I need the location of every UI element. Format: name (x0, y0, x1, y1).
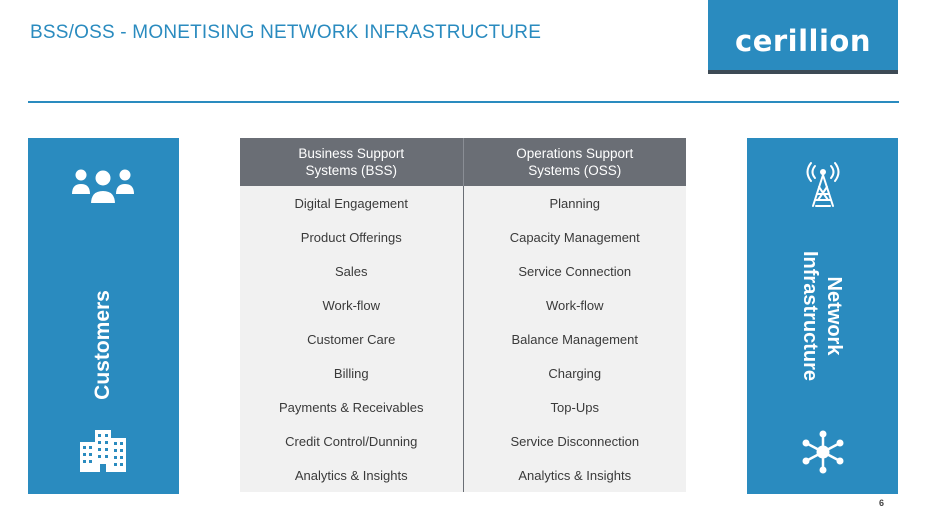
bss-cell: Payments & Receivables (240, 390, 464, 424)
network-label-line-1: Network (823, 276, 845, 356)
bss-cell: Analytics & Insights (240, 458, 464, 492)
oss-header-line-2: Systems (OSS) (528, 163, 622, 178)
network-hub-icon (802, 430, 844, 474)
bss-cell: Credit Control/Dunning (240, 424, 464, 458)
table-row: Analytics & Insights Analytics & Insight… (240, 458, 686, 492)
bss-cell: Sales (240, 254, 464, 288)
oss-cell: Service Disconnection (463, 424, 686, 458)
oss-cell: Service Connection (463, 254, 686, 288)
bss-cell: Work-flow (240, 288, 464, 322)
table-row: Billing Charging (240, 356, 686, 390)
people-group-icon (72, 169, 134, 205)
page-title: BSS/OSS - MONETISING NETWORK INFRASTRUCT… (30, 22, 542, 43)
cerillion-logo: cerillion (708, 0, 898, 74)
oss-cell: Planning (463, 186, 686, 220)
logo-text: cerillion (735, 24, 871, 58)
bss-column-header: Business Support Systems (BSS) (240, 138, 464, 186)
oss-cell: Charging (463, 356, 686, 390)
customers-label: Customers (91, 290, 114, 400)
table-header-row: Business Support Systems (BSS) Operation… (240, 138, 686, 186)
table-row: Customer Care Balance Management (240, 322, 686, 356)
bss-cell: Billing (240, 356, 464, 390)
table-row: Digital Engagement Planning (240, 186, 686, 220)
oss-cell: Balance Management (463, 322, 686, 356)
page-number: 6 (879, 498, 885, 508)
oss-column-header: Operations Support Systems (OSS) (463, 138, 686, 186)
buildings-icon (80, 430, 126, 472)
table-row: Sales Service Connection (240, 254, 686, 288)
bss-cell: Digital Engagement (240, 186, 464, 220)
oss-cell: Work-flow (463, 288, 686, 322)
network-infrastructure-panel: Network Infrastructure (747, 138, 898, 494)
oss-cell: Capacity Management (463, 220, 686, 254)
cell-tower-icon (806, 162, 840, 207)
oss-cell: Analytics & Insights (463, 458, 686, 492)
table-row: Product Offerings Capacity Management (240, 220, 686, 254)
title-divider (28, 101, 899, 103)
network-label-line-2: Infrastructure (799, 250, 821, 382)
bss-cell: Customer Care (240, 322, 464, 356)
customers-panel: Customers (28, 138, 179, 494)
table-row: Work-flow Work-flow (240, 288, 686, 322)
network-infrastructure-label: Network Infrastructure (798, 251, 846, 381)
table-row: Payments & Receivables Top-Ups (240, 390, 686, 424)
oss-cell: Top-Ups (463, 390, 686, 424)
bss-cell: Product Offerings (240, 220, 464, 254)
table-row: Credit Control/Dunning Service Disconnec… (240, 424, 686, 458)
bss-header-line-2: Systems (BSS) (305, 163, 397, 178)
bss-header-line-1: Business Support (298, 146, 405, 161)
bss-oss-table: Business Support Systems (BSS) Operation… (240, 138, 686, 492)
oss-header-line-1: Operations Support (516, 146, 634, 161)
